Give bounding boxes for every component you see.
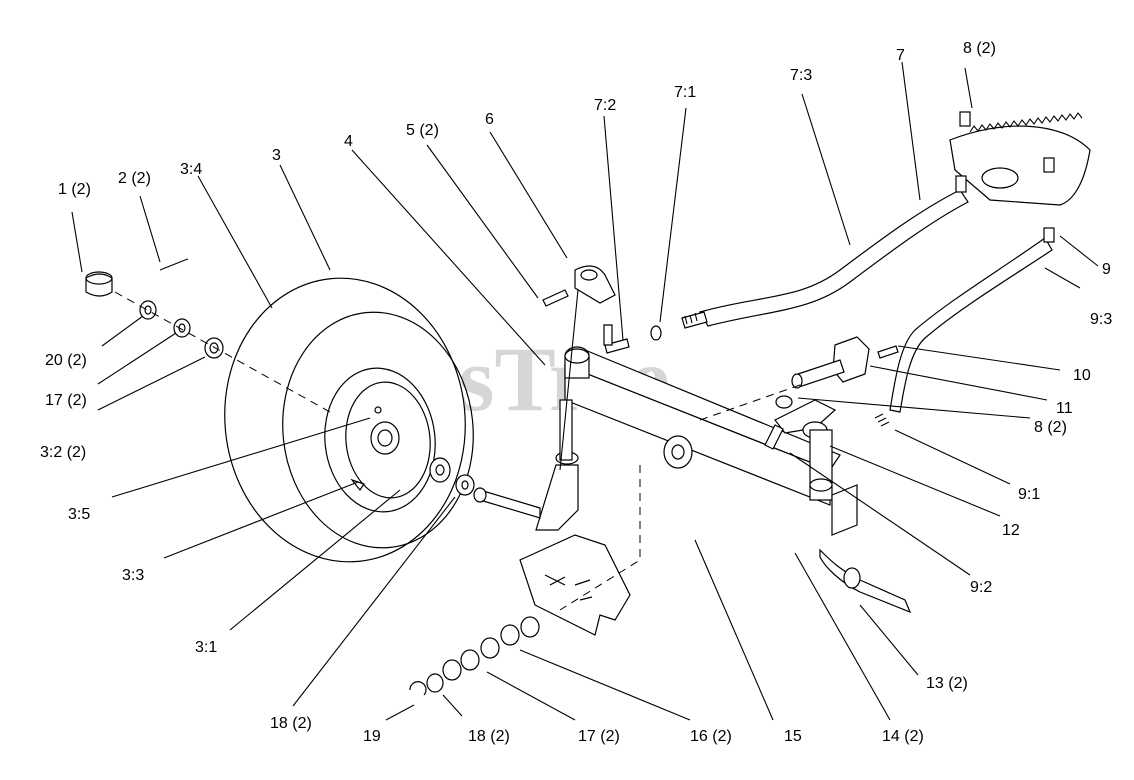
label-2: 2 (2) [118, 170, 151, 187]
label-3-2: 3:2 (2) [40, 444, 86, 461]
spindle-right [774, 399, 912, 614]
part-labels: 1 (2) 2 (2) 3:4 3 4 5 (2) 6 7:2 7:1 7:3 … [40, 40, 1112, 745]
label-7-1: 7:1 [674, 84, 696, 101]
label-3: 3 [272, 147, 281, 164]
label-5: 5 (2) [406, 122, 439, 139]
pivot-bracket-11 [791, 336, 870, 389]
label-3-3: 3:3 [122, 567, 144, 584]
label-8-mid: 8 (2) [1034, 419, 1067, 436]
washer-17 [173, 318, 191, 338]
axle-bracket-15 [519, 534, 631, 636]
label-18-bottom: 18 (2) [468, 728, 510, 745]
label-9-1: 9:1 [1018, 486, 1040, 503]
label-3-1: 3:1 [195, 639, 217, 656]
label-14: 14 (2) [882, 728, 924, 745]
washer-8b [775, 395, 793, 409]
label-7-2: 7:2 [594, 97, 616, 114]
label-4: 4 [344, 133, 353, 150]
label-6: 6 [485, 111, 494, 128]
label-17-left: 17 (2) [45, 392, 87, 409]
label-3-4: 3:4 [180, 161, 202, 178]
label-11: 11 [1056, 400, 1073, 417]
steering-arm-6 [559, 265, 616, 471]
label-10: 10 [1073, 367, 1091, 384]
leader-lines [71, 61, 1099, 721]
washer-18 [455, 474, 475, 496]
bolt-10 [877, 345, 899, 359]
label-16: 16 (2) [690, 728, 732, 745]
washer-20 [139, 300, 157, 320]
label-15: 15 [784, 728, 802, 745]
label-8-top: 8 (2) [963, 40, 996, 57]
tie-rod-9 [874, 227, 1055, 427]
drag-link-7 [681, 189, 969, 329]
bolt-7-2 [603, 324, 630, 354]
bolt-5 [542, 289, 569, 307]
nut-7-1 [650, 325, 662, 341]
washer-stack [409, 616, 540, 696]
label-18-left: 18 (2) [270, 715, 312, 732]
label-9-2: 9:2 [970, 579, 992, 596]
label-3-5: 3:5 [68, 506, 90, 523]
tire-assembly [224, 277, 474, 563]
bearing-3-3 [429, 457, 451, 483]
label-7-3: 7:3 [790, 67, 812, 84]
bolt-9-2 [764, 424, 784, 450]
steering-sector [949, 111, 1091, 206]
label-13: 13 (2) [926, 675, 968, 692]
label-9: 9 [1102, 261, 1111, 278]
label-19: 19 [363, 728, 381, 745]
label-12: 12 [1002, 522, 1020, 539]
label-1: 1 (2) [58, 181, 91, 198]
label-20: 20 (2) [45, 352, 87, 369]
bearing-3-2 [204, 337, 224, 359]
cotter-pin-2 [159, 258, 189, 271]
label-17-bottom: 17 (2) [578, 728, 620, 745]
label-7: 7 [896, 47, 905, 64]
label-9-3: 9:3 [1090, 311, 1112, 328]
hub-cap-1 [85, 271, 113, 297]
